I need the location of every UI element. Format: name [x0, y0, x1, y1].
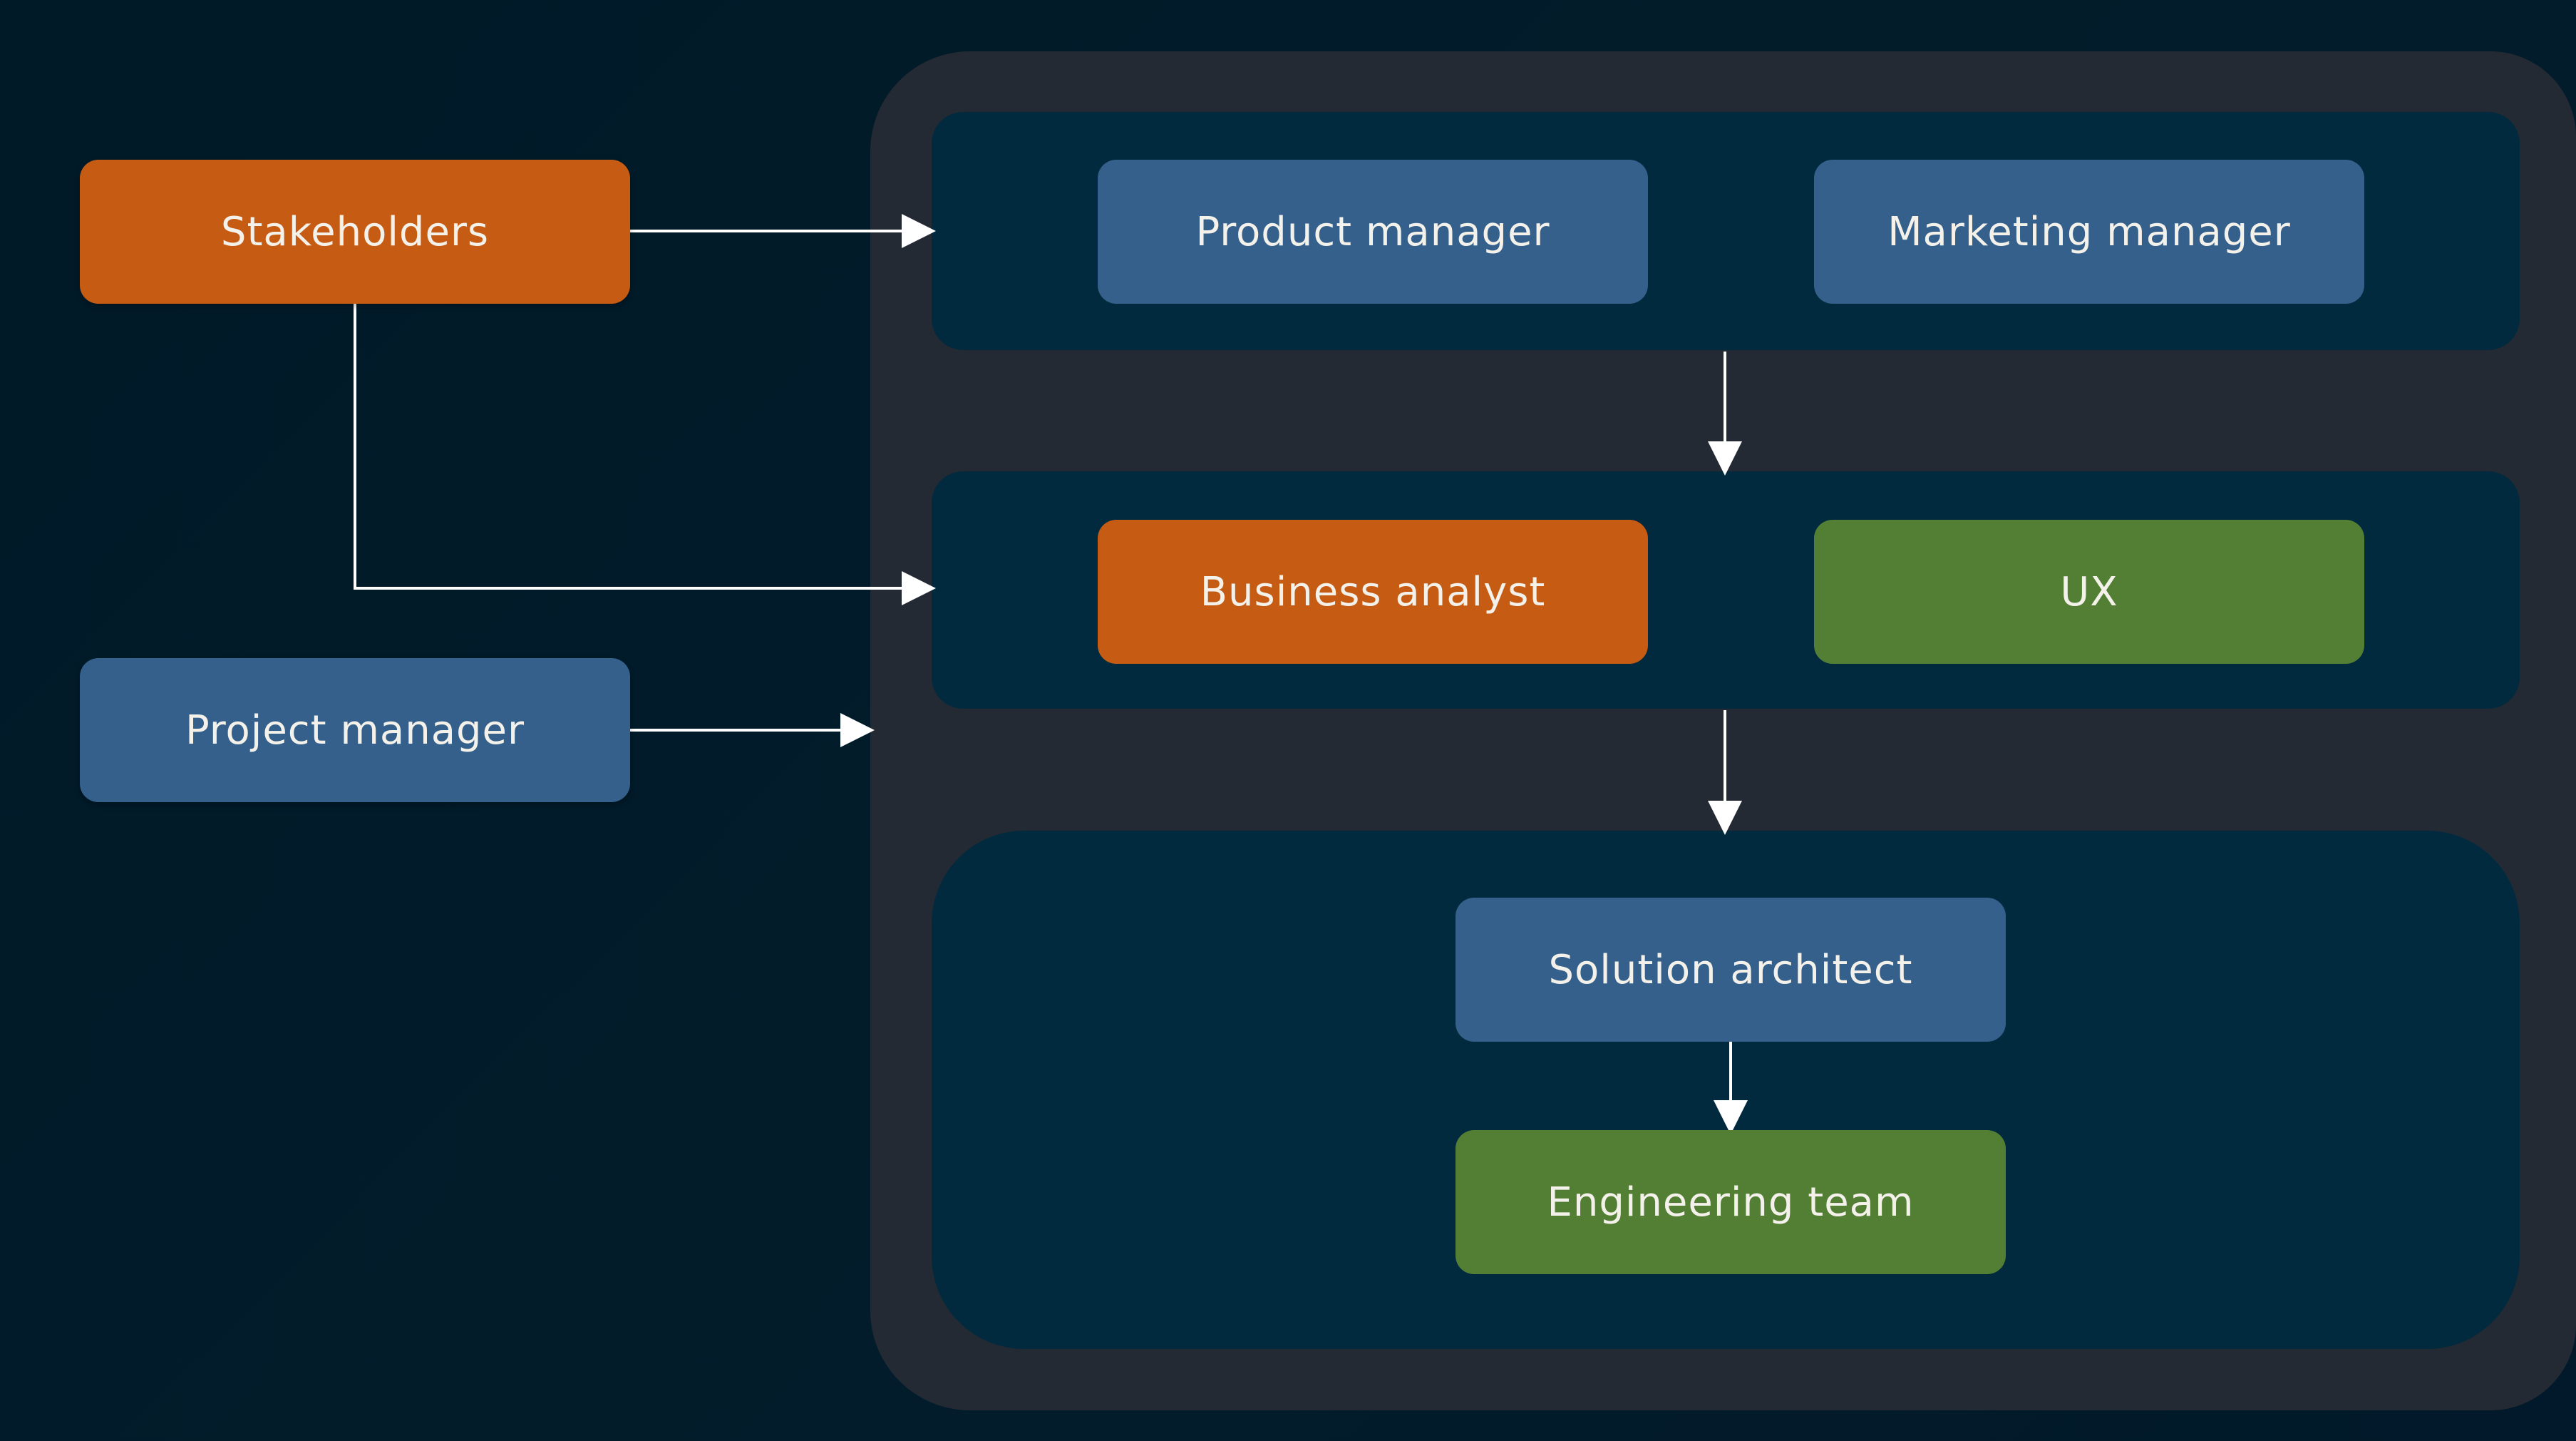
ux-node: UX: [1814, 520, 2364, 664]
marketing-manager-label: Marketing manager: [1887, 208, 2291, 255]
project-manager-node: Project manager: [80, 658, 630, 802]
engineering-team-node: Engineering team: [1456, 1130, 2006, 1274]
stakeholders-node: Stakeholders: [80, 160, 630, 304]
arrow-stakeholders-to-analysis-lane: [354, 304, 936, 605]
solution-architect-node: Solution architect: [1456, 898, 2006, 1042]
product-manager-label: Product manager: [1195, 208, 1550, 255]
engineering-team-label: Engineering team: [1547, 1179, 1915, 1226]
business-analyst-node: Business analyst: [1098, 520, 1648, 664]
stakeholders-label: Stakeholders: [220, 208, 490, 255]
ux-label: UX: [2060, 568, 2118, 615]
business-analyst-label: Business analyst: [1200, 568, 1546, 615]
solution-architect-label: Solution architect: [1548, 946, 1913, 993]
marketing-manager-node: Marketing manager: [1814, 160, 2364, 304]
project-manager-label: Project manager: [185, 707, 525, 754]
product-manager-node: Product manager: [1098, 160, 1648, 304]
